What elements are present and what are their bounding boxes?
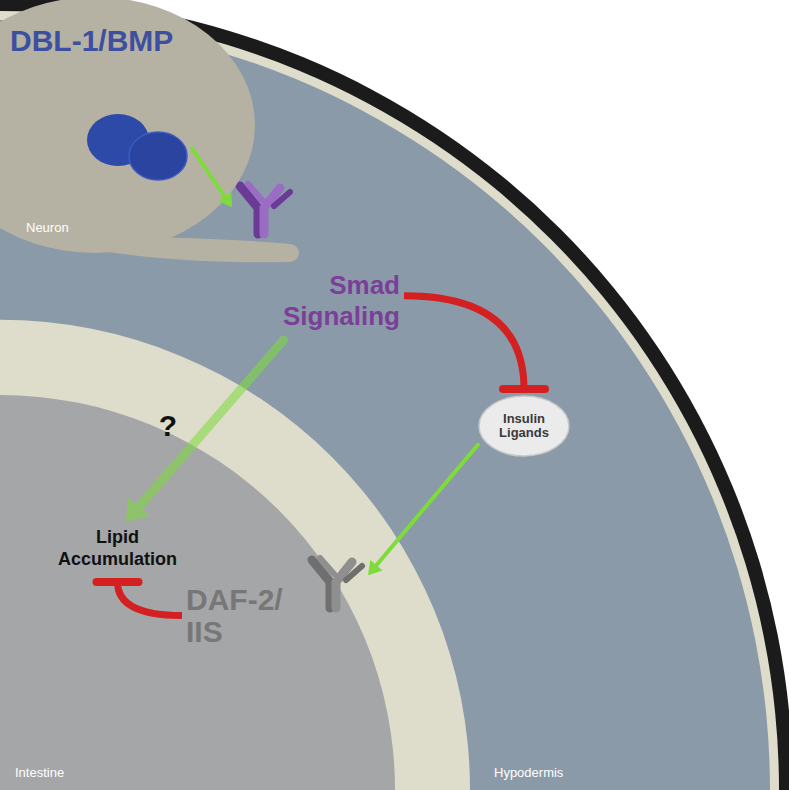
node-label: Hypodermis [494,766,563,781]
node-label: Lipid Accumulation [43,527,193,570]
node-label: DAF-2/ IIS [186,584,298,647]
connector-line [192,148,227,199]
arrow-head [368,560,382,575]
activation-arrow [368,445,478,576]
inhibition-bar [503,385,545,393]
inhibition-connector [97,582,183,616]
ligand-node: DBL-1/BMP [10,22,192,184]
activation-arrow [192,148,232,207]
basal-layer [0,11,779,790]
receptor-node: DAF-2/ IIS [182,556,368,652]
connector-line [118,582,183,616]
inhibition-connector [404,296,545,389]
arrow-head [218,192,232,207]
node-label: DBL-1/BMP [10,24,173,59]
inhibition-bar [97,578,139,586]
node-label: Neuron [26,221,69,236]
connector-line [374,445,478,569]
activation-arrow [126,340,284,522]
connector-line [404,296,524,389]
arrow-head [126,498,150,522]
edge-label: ? [159,409,177,443]
connector-line [135,340,284,511]
outcome-node: Lipid Accumulation [35,522,200,576]
node-label: Intestine [15,766,64,781]
ligand-ellipse: Insulin Ligands [478,395,570,457]
neuron-region: Neuron DBL-1/BMP [0,0,300,275]
intestine-region: Intestine Lipid AccumulationDAF-2/ IIS [0,395,395,790]
node-label: Smad Signaling [232,270,400,332]
node-label: Insulin Ligands [486,412,562,441]
